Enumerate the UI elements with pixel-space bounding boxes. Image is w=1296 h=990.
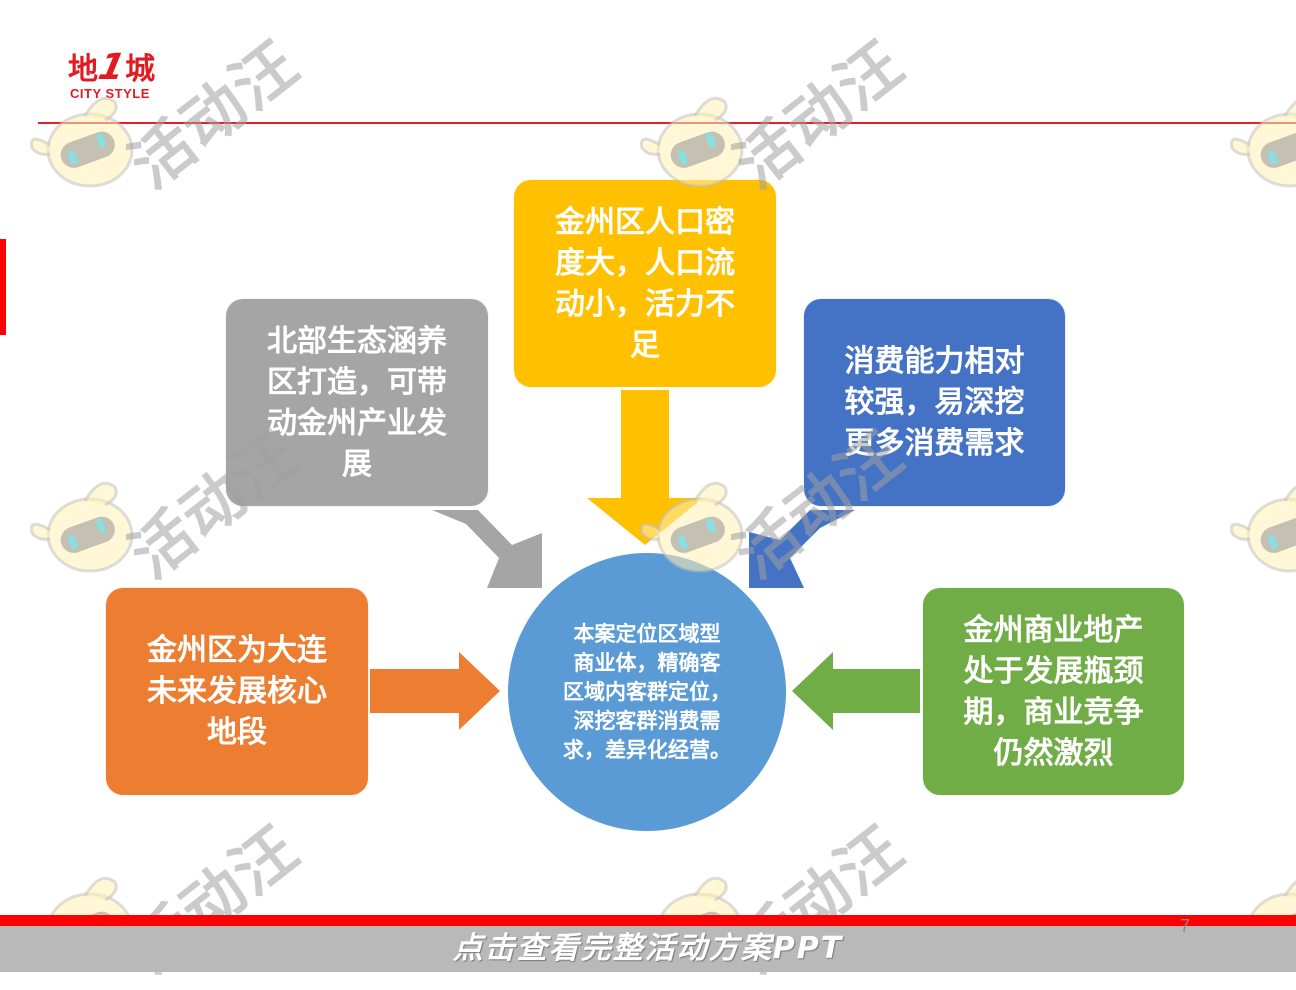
node-line: 北部生态涵养 [267, 323, 447, 359]
node-line: 地段 [207, 715, 267, 750]
arrow-down-icon [587, 390, 703, 545]
node-line: 展 [342, 446, 372, 482]
node-line: 足 [630, 327, 660, 363]
logo-char-right: 城 [125, 52, 157, 87]
center-line: 区域内客群定位， [563, 679, 731, 704]
node-line: 动金州产业发 [267, 405, 447, 441]
footer-banner[interactable] [0, 926, 1296, 972]
node-consumption-power: 消费能力相对 较强，易深挖 更多消费需求 [803, 298, 1066, 507]
footer-red-band [0, 915, 1296, 927]
center-line: 求，差异化经营。 [563, 737, 731, 762]
node-line: 金州区为大连 [147, 633, 327, 668]
node-line: 更多消费需求 [844, 426, 1025, 461]
page-number: 7 [1180, 916, 1191, 936]
node-line: 期，商业竞争 [963, 694, 1144, 730]
node-line: 金州区人口密 [555, 204, 735, 240]
node-line: 较强，易深挖 [844, 385, 1025, 420]
arrow-right-icon [370, 652, 500, 730]
node-line: 金州商业地产 [963, 612, 1144, 648]
node-commercial-bottleneck: 金州商业地产 处于发展瓶颈 期，商业竞争 仍然激烈 [922, 587, 1185, 796]
node-line: 度大，人口流 [555, 245, 735, 281]
node-core-district: 金州区为大连 未来发展核心 地段 [105, 587, 369, 796]
city-style-logo: 地1城 CITY STYLE [68, 47, 180, 101]
arrow-left-icon [792, 652, 920, 730]
node-ecological-zone: 北部生态涵养 区打造，可带 动金州产业发 展 [225, 298, 489, 507]
arrow-down-right-icon [432, 510, 542, 588]
view-full-plan-link[interactable]: 点击查看完整活动方案PPT [452, 931, 844, 966]
node-line: 消费能力相对 [844, 344, 1025, 379]
logo-chinese: 地1城 [68, 47, 157, 88]
node-line: 动小，活力不 [555, 286, 735, 322]
arrow-down-left-icon [749, 510, 855, 588]
center-line: 商业体，精确客 [573, 650, 721, 675]
node-line: 区打造，可带 [267, 364, 447, 400]
center-positioning-circle: 本案定位区域型 商业体，精确客 区域内客群定位， 深挖客群消费需 求，差异化经营… [508, 553, 786, 831]
center-line: 深挖客群消费需 [573, 708, 721, 733]
node-population-density: 金州区人口密 度大，人口流 动小，活力不 足 [513, 179, 777, 388]
side-accent-bar [0, 239, 6, 335]
node-line: 未来发展核心 [147, 674, 327, 709]
logo-char-left: 地 [68, 52, 99, 87]
node-line: 处于发展瓶颈 [963, 653, 1144, 689]
center-line: 本案定位区域型 [573, 621, 721, 646]
node-line: 仍然激烈 [993, 735, 1114, 771]
